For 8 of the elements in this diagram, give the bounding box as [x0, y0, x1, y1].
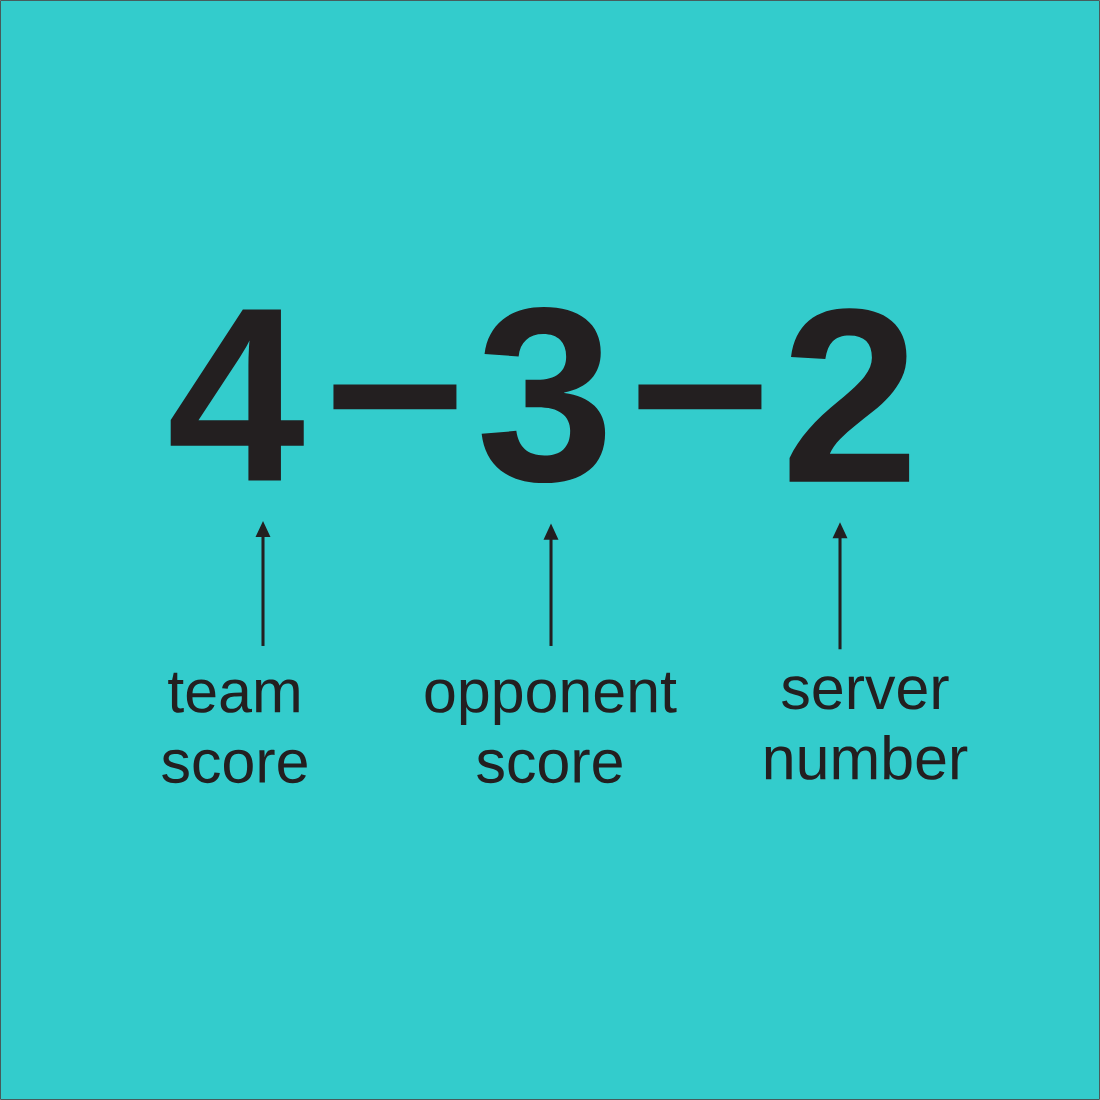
score-dash: –	[638, 384, 762, 410]
caption-text: server number	[765, 676, 968, 780]
score-digit: 2	[789, 308, 910, 482]
caption-text: opponent score	[425, 672, 677, 784]
score-dash: –	[333, 384, 457, 410]
score-digit: 3	[481, 306, 606, 484]
caption-text: team score	[162, 672, 307, 784]
score-digit: 4	[170, 309, 304, 481]
